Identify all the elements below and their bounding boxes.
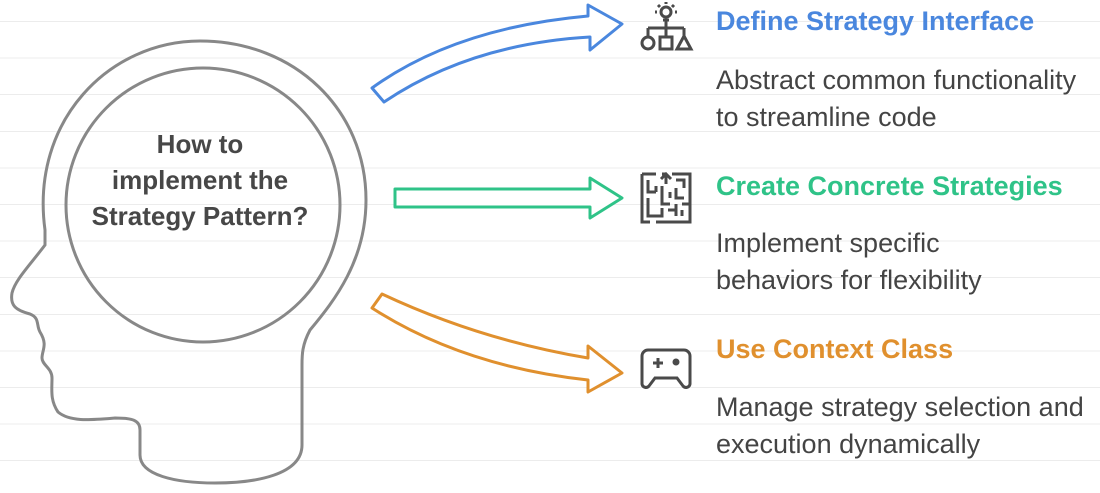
- maze-icon: [640, 171, 692, 224]
- lightbulb-shapes-icon: [640, 2, 694, 51]
- inner-circle: [64, 66, 342, 344]
- step-title-create: Create Concrete Strategies: [716, 171, 1063, 201]
- arrow-use: [370, 292, 624, 394]
- step-title-use: Use Context Class: [716, 334, 954, 364]
- step-desc-use: Manage strategy selection and execution …: [716, 392, 1084, 459]
- step-desc-define: Abstract common functionality to streaml…: [716, 65, 1077, 132]
- head-outline: [10, 39, 368, 485]
- arrow-create: [393, 176, 624, 220]
- gamepad-icon: [640, 348, 692, 389]
- step-desc-create: Implement specific behaviors for flexibi…: [716, 228, 982, 295]
- central-question: How to implement the Strategy Pattern?: [91, 129, 309, 231]
- arrow-define: [370, 3, 624, 104]
- step-title-define: Define Strategy Interface: [716, 6, 1035, 36]
